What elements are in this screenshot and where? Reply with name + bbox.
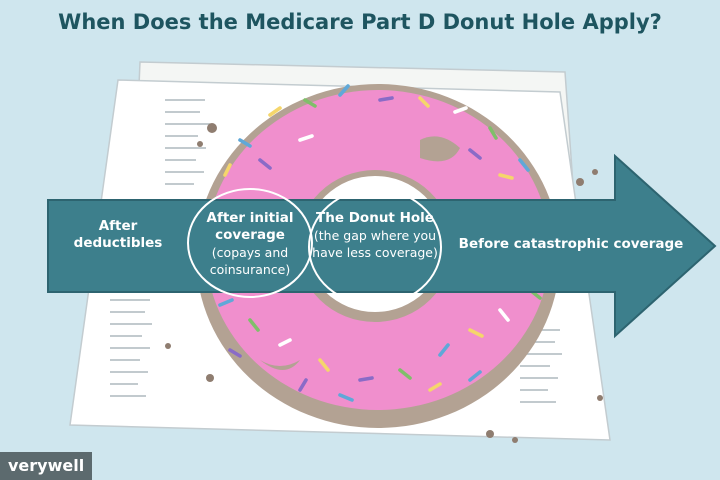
stage-heading: After initial coverage	[188, 210, 312, 244]
stage-before-catastrophic: Before catastrophic coverage	[446, 236, 696, 253]
page-title: When Does the Medicare Part D Donut Hole…	[0, 10, 720, 34]
stage-heading: After deductibles	[58, 218, 178, 252]
stage-after-initial-coverage: After initial coverage (copays and coins…	[188, 210, 312, 278]
stage-subtext: (the gap where you have less coverage)	[312, 227, 438, 261]
verywell-logo: verywell	[0, 452, 92, 480]
stage-donut-hole: The Donut Hole (the gap where you have l…	[312, 210, 438, 261]
stage-subtext: (copays and coinsurance)	[188, 244, 312, 278]
stage-after-deductibles: After deductibles	[58, 218, 178, 252]
stage-heading: The Donut Hole	[312, 210, 438, 227]
stage-heading: Before catastrophic coverage	[446, 236, 696, 253]
